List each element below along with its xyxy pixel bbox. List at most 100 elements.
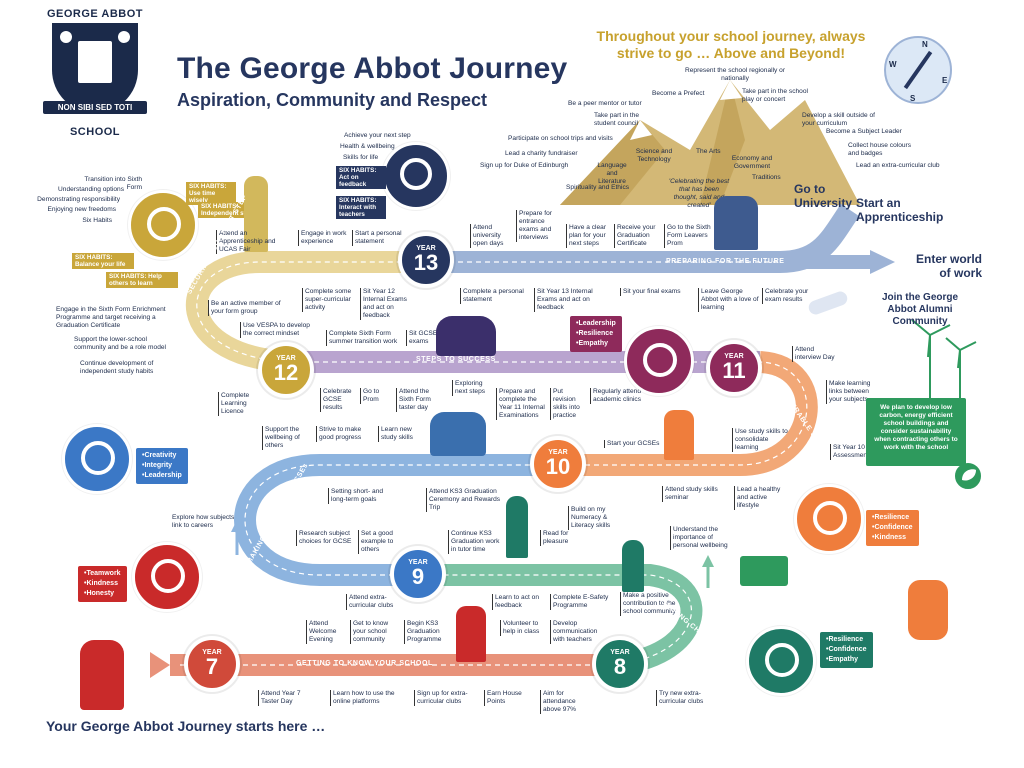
milestone: Read for pleasure [540, 530, 571, 546]
sustainability-box: We plan to develop low carbon, energy ef… [866, 398, 966, 466]
tutor-item: Enjoying new freedoms [47, 206, 116, 213]
tutor-focus-badge-2 [382, 142, 450, 210]
year-label: YEAR [724, 353, 744, 360]
mountain-item: Become a Prefect [652, 90, 705, 97]
trait: Honesty [84, 589, 121, 599]
milestone: Leave George Abbot with a love of learni… [698, 288, 759, 312]
milestone: Sit Year 10 Assessments [830, 444, 873, 460]
milestone: Engage in work experience [298, 230, 349, 246]
milestone: Begin KS3 Graduation Programme [404, 620, 457, 644]
trait: Resilience [826, 635, 867, 645]
road-label-y7: GETTING TO KNOW YOUR SCHOOL [296, 660, 433, 667]
year-label: YEAR [202, 649, 222, 656]
milestone: Attend study skills seminar [662, 486, 723, 502]
road-label-y11: STEPS TO SUCCESS [416, 356, 496, 363]
habit-tag: SIX HABITS: Interact with teachers [336, 196, 386, 219]
milestone: Sit your final exams [620, 288, 683, 296]
milestone: Complete E-Safety Programme [550, 594, 613, 610]
magnifier-icon [400, 158, 432, 190]
year-number: 7 [205, 654, 219, 679]
milestone: Learn new study skills [378, 426, 421, 442]
compass-icon: N E S W [884, 36, 952, 104]
mountain-item: Language and Literature [597, 162, 627, 185]
magnifier-icon [813, 501, 847, 535]
year-label: YEAR [408, 559, 428, 566]
year-9-badge: YEAR 9 [390, 546, 446, 602]
character-development-badge [624, 326, 694, 396]
wind-turbine-icon [911, 319, 977, 400]
milestone: Sit Year 13 Internal Exams and act on fe… [534, 288, 613, 312]
crest-top-text: GEORGE ABBOT [46, 8, 144, 20]
mountain-item: Spirituality and Ethics [566, 184, 630, 191]
milestone: Support the wellbeing of others [262, 426, 315, 450]
students-reading-figure [436, 316, 496, 356]
milestone: Complete Sixth Form summer transition wo… [326, 330, 401, 346]
character-traits-box: Creativity Integrity Leadership [136, 448, 188, 484]
trait: Confidence [826, 645, 866, 655]
year-label: YEAR [276, 355, 296, 362]
habit-tag: SIX HABITS: Act on feedback [336, 166, 386, 189]
milestone: Learn to act on feedback [492, 594, 545, 610]
books-icon [740, 556, 788, 586]
year-11-badge: YEAR 11 [706, 340, 762, 396]
rugby-player-figure [908, 580, 948, 640]
tagline-line-1: Throughout your school journey, always [596, 28, 866, 44]
habit-tag: SIX HABITS: Balance your life [72, 253, 134, 269]
reader-figure [506, 496, 528, 558]
magnifier-icon [81, 441, 115, 475]
character-traits-box: Teamwork Kindness Honesty [78, 566, 127, 602]
dest-work: Enter world of work [915, 252, 982, 280]
mountain-item: Science and Technology [635, 148, 673, 163]
mountain-item: Economy and Government [731, 155, 773, 170]
student-desk-figure [456, 606, 486, 662]
trait: Resilience [576, 329, 616, 339]
mountain-illustration [560, 80, 860, 205]
milestone: Earn House Points [484, 690, 527, 706]
milestone: Attend extra-curricular clubs [346, 594, 399, 610]
tutor-item: Health & wellbeing [340, 143, 395, 150]
milestone: Prepare for entrance exams and interview… [516, 210, 563, 242]
milestone: Attend Welcome Evening [306, 620, 349, 644]
milestone: Aim for attendance above 97% [540, 690, 593, 714]
year-12-badge: YEAR 12 [258, 342, 314, 398]
character-development-badge [132, 542, 202, 612]
trait: Leadership [576, 319, 615, 329]
milestone: Volunteer to help in class [500, 620, 543, 636]
year-7-badge: YEAR 7 [184, 636, 240, 692]
milestone: Continue development of independent stud… [80, 360, 154, 375]
compass-e: E [942, 76, 948, 85]
milestone: Engage in the Sixth Form Enrichment Prog… [56, 306, 166, 329]
compass-w: W [889, 60, 897, 69]
tutor-item: Achieve your next step [344, 132, 411, 139]
year-number: 10 [545, 454, 571, 479]
magnifier-icon [765, 643, 799, 677]
milestone: Make a positive contribution to the scho… [620, 592, 677, 616]
student-figure [244, 176, 268, 252]
year-number: 9 [411, 564, 425, 589]
magnifier-icon [147, 207, 181, 241]
mountain-item: Lead an extra-curricular club [856, 162, 940, 169]
milestone: Go to Prom [360, 388, 387, 404]
road-label-y13: PREPARING FOR THE FUTURE [666, 258, 785, 265]
milestone: Be an active member of your form group [208, 300, 281, 316]
page-title: The George Abbot Journey [177, 52, 568, 85]
mountain-item: The Arts [696, 148, 721, 155]
scroll-icon [808, 291, 848, 315]
milestone: Regularly attend academic clinics [590, 388, 643, 404]
milestone: Make learning links between your subject… [826, 380, 879, 404]
character-traits-box: Resilience Confidence Empathy [820, 632, 873, 668]
dest-alumni: Join the George Abbot Alumni Community [881, 292, 959, 327]
milestone: Use VESPA to develop the correct mindset [240, 322, 315, 338]
milestone: Complete a personal statement [460, 288, 529, 304]
year-label: YEAR [610, 649, 630, 656]
mountain-item: Take part in the school play or concert [742, 88, 808, 103]
compass-n: N [922, 40, 928, 49]
character-traits-box: Resilience Confidence Kindness [866, 510, 919, 546]
habit-tag: SIX HABITS: Help others to learn [106, 272, 178, 288]
milestone: Try new extra-curricular clubs [656, 690, 717, 706]
milestone: Continue KS3 Graduation work in tutor ti… [448, 530, 505, 554]
milestone: Complete some super-curricular activity [302, 288, 353, 312]
mountain-item: Become a Subject Leader [826, 128, 902, 135]
milestone: Get to know your school community [350, 620, 401, 644]
mountain-item: Traditions [752, 174, 781, 181]
